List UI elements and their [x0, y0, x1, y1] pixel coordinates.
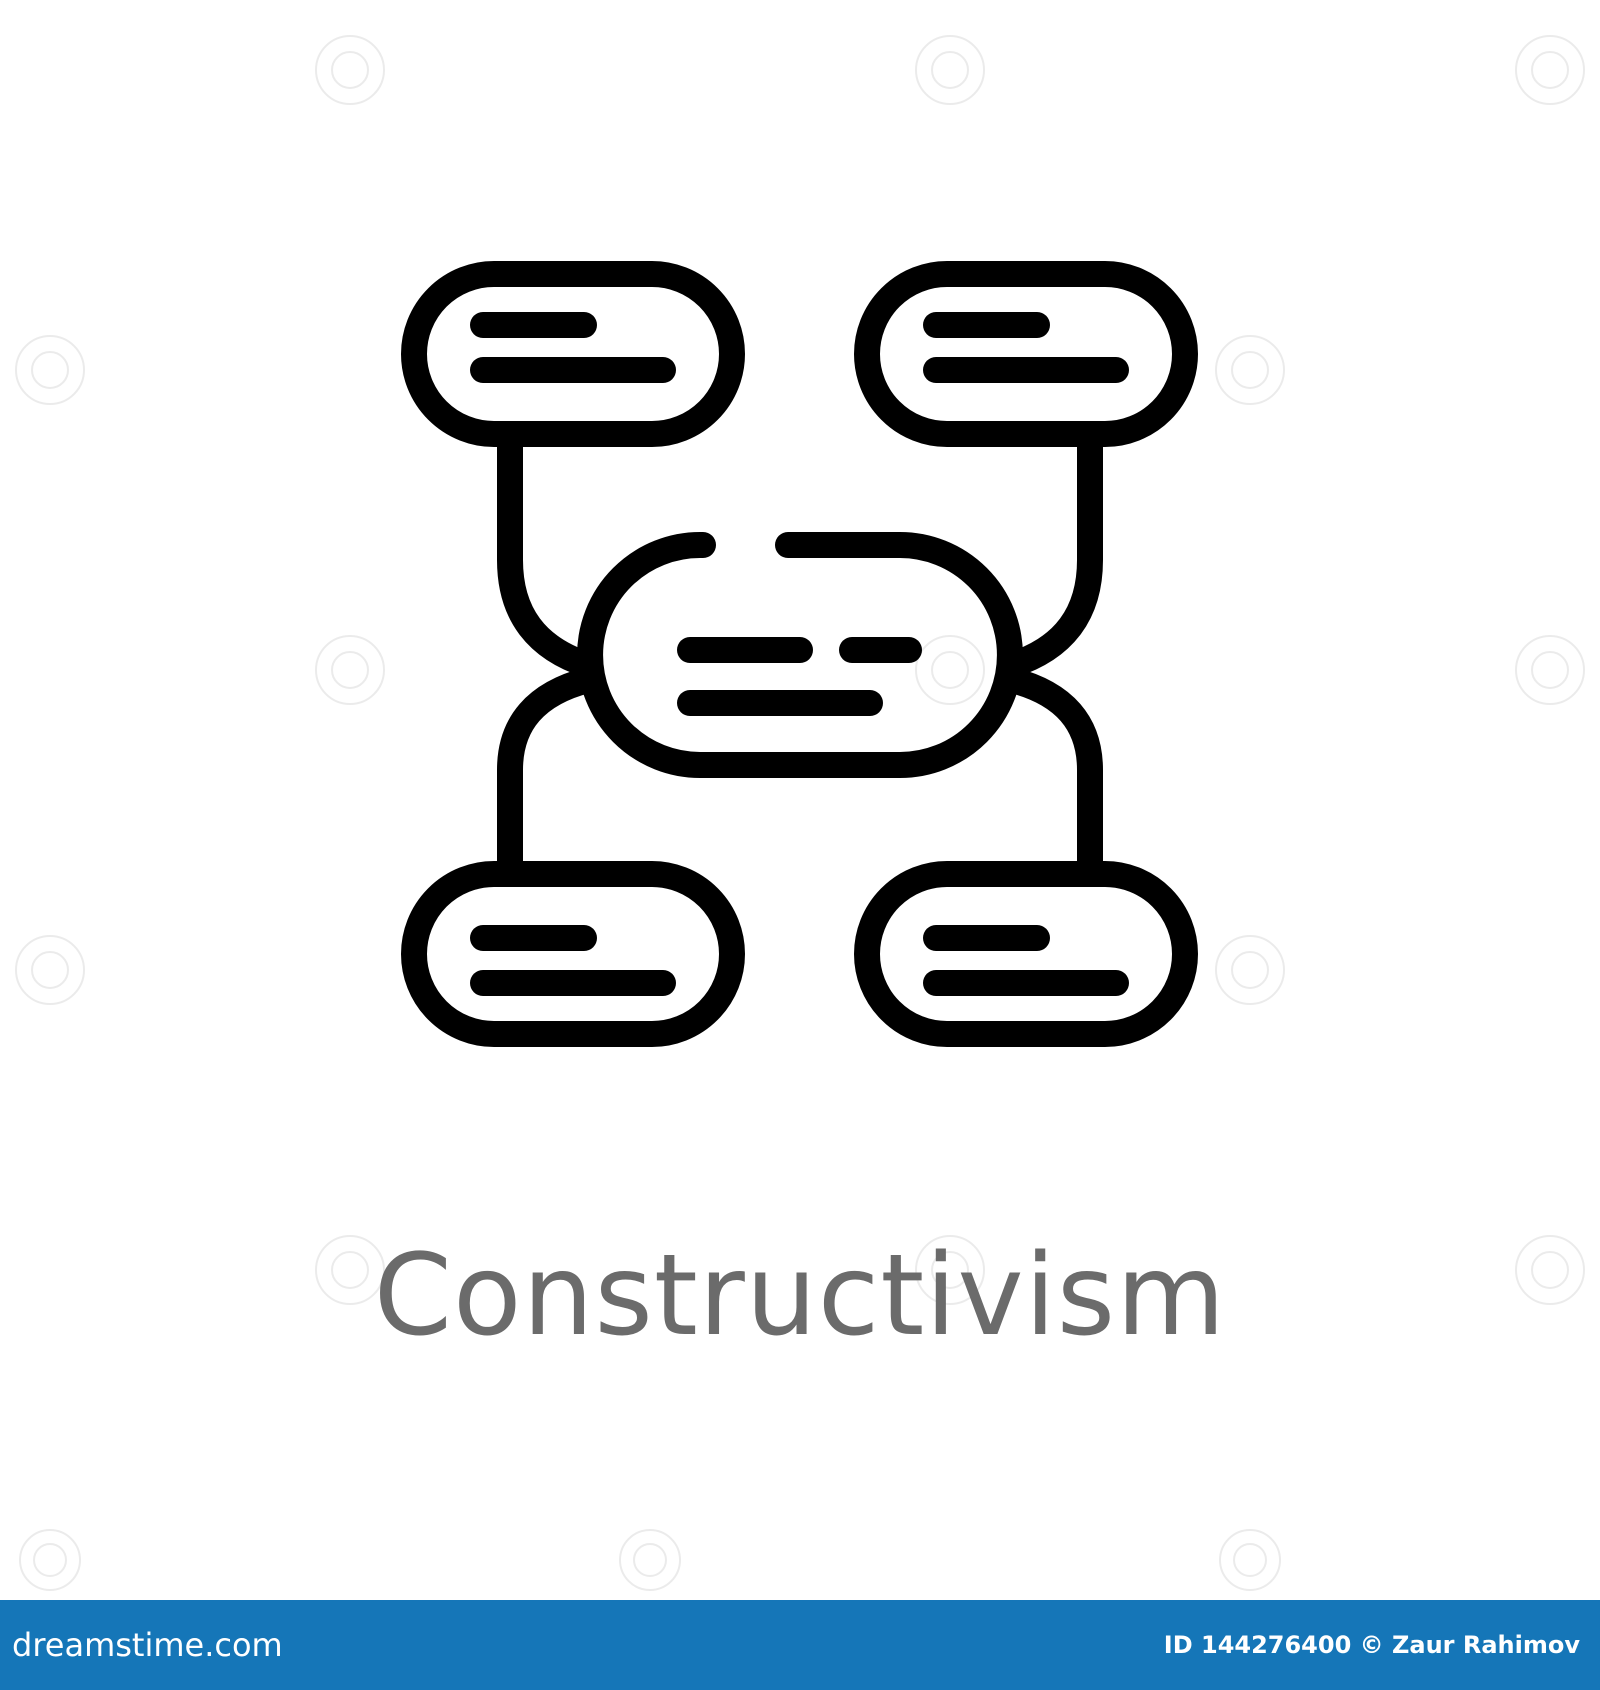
top-right-node [854, 261, 1198, 447]
constructivism-icon [401, 261, 1198, 1047]
stock-footer-bar: dreamstime.com ID 144276400 © Zaur Rahim… [0, 1600, 1600, 1690]
bottom-left-node [401, 861, 745, 1047]
top-left-node [401, 261, 745, 447]
connector-bottom-left [497, 667, 601, 875]
connector-top-left [497, 432, 601, 678]
mind-map-icon [401, 261, 1198, 1047]
icon-caption: Constructivism [373, 1231, 1227, 1361]
connector-bottom-right [999, 667, 1103, 875]
connector-top-right [999, 432, 1103, 678]
center-node [577, 532, 1023, 778]
brand-logo-text: dreamstime.com [12, 1626, 283, 1664]
image-credit: ID 144276400 © Zaur Rahimov [1163, 1631, 1580, 1659]
bottom-right-node [854, 861, 1198, 1047]
image-canvas: Constructivism [15, 35, 1585, 1591]
